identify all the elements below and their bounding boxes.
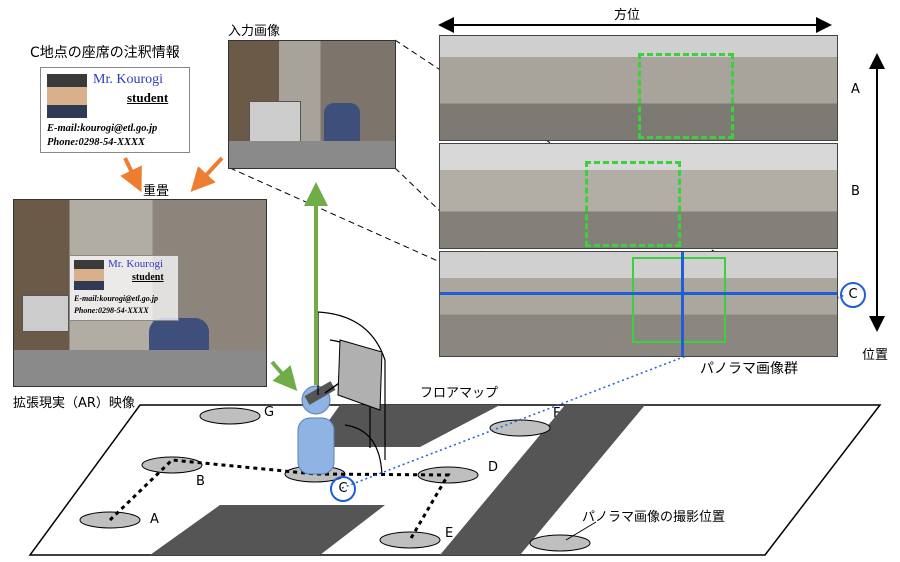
ar-image-label: 拡張現実（AR）映像 [13,392,135,411]
ar-card-name: Mr. Kourogi [108,258,163,270]
face-photo [47,74,87,118]
green-arrow-ar [272,362,292,385]
position-label: 位置 [862,344,888,363]
position-f [490,420,550,436]
card-name: Mr. Kourogi [93,72,163,88]
row-label-c: C [840,282,866,308]
annotation-title: C地点の座席の注釈情報 [30,42,180,62]
position-b [142,457,202,473]
panorama-b [439,143,838,249]
annotation-card: Mr. Kourogi student E-mail:kourogi@etl.g… [40,67,190,153]
view-plane [338,340,382,410]
map-label-c: C [330,476,356,502]
map-label-a: A [150,512,159,527]
ar-card-role: student [132,272,164,283]
shooting-position-label: パノラマ画像の撮影位置 [582,506,725,525]
map-label-f: F [553,406,560,421]
orange-arrow-right [196,158,222,186]
ar-image: Mr. Kourogi student E-mail:kourogi@etl.g… [13,199,267,387]
ar-card: Mr. Kourogi student E-mail:kourogi@etl.g… [69,255,179,321]
panorama-a [439,35,838,141]
panorama-c [439,251,838,357]
ar-card-email: E-mail:kourogi@etl.go.jp [74,294,158,303]
superimpose-label: 重畳 [143,180,169,199]
row-label-a: A [851,82,860,97]
position-e [380,532,440,548]
orange-arrow-left [125,158,138,185]
card-email: E-mail:kourogi@etl.go.jp [47,123,157,134]
card-phone: Phone:0298-54-XXXX [47,137,145,148]
legend-pointer [560,518,600,544]
row-label-b: B [851,184,860,199]
ar-card-phone: Phone:0298-54-XXXX [74,306,149,315]
floor-map-label: フロアマップ [420,382,498,401]
input-image [228,40,396,169]
map-label-g: G [264,405,274,420]
input-image-label: 入力画像 [228,20,280,39]
map-label-e: E [445,526,453,541]
map-label-b: B [196,474,205,489]
panorama-group-label: パノラマ画像群 [700,358,798,378]
position-g [200,408,260,424]
map-label-d: D [488,460,498,475]
card-role: student [127,90,168,106]
azimuth-label: 方位 [614,4,640,23]
